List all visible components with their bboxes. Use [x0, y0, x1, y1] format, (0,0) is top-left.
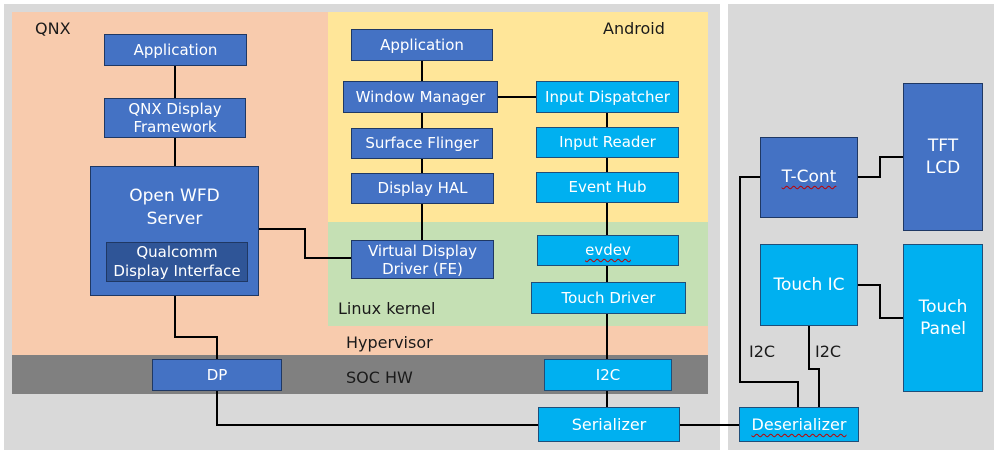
qnx-label: QNX	[35, 19, 71, 38]
window-manager-box[interactable]: Window Manager	[343, 81, 498, 113]
touch-panel-label: Touch Panel	[918, 297, 968, 339]
surface-flinger-box[interactable]: Surface Flinger	[351, 128, 493, 159]
input-reader-label: Input Reader	[559, 133, 656, 151]
wire-dp-serializer	[216, 390, 538, 426]
serializer-label: Serializer	[571, 415, 647, 434]
event-hub-label: Event Hub	[568, 178, 647, 196]
deserializer-box[interactable]: Deserializer	[739, 407, 859, 442]
qualcomm-display-interface-label: Qualcomm Display Interface	[113, 243, 241, 280]
qnx-application-box[interactable]: Application	[104, 34, 247, 66]
wire-tcont-tft-lcd	[858, 156, 904, 178]
touch-panel-box[interactable]: Touch Panel	[903, 244, 983, 392]
android-label: Android	[603, 19, 665, 38]
dp-label: DP	[206, 365, 228, 384]
android-application-box[interactable]: Application	[351, 29, 493, 61]
input-dispatcher-label: Input Dispatcher	[545, 87, 670, 106]
qnx-application-label: Application	[133, 40, 218, 59]
surface-flinger-label: Surface Flinger	[365, 134, 479, 152]
evdev-box[interactable]: evdev	[537, 235, 679, 266]
openwfd-server-label: Open WFD Server	[129, 186, 220, 229]
input-dispatcher-box[interactable]: Input Dispatcher	[536, 81, 679, 113]
wire-deserializer-tcont	[739, 176, 799, 407]
soc-i2c-label: I2C	[595, 365, 621, 384]
tft-lcd-label: TFT LCD	[925, 136, 961, 178]
touch-ic-box[interactable]: Touch IC	[760, 244, 858, 326]
display-hal-label: Display HAL	[377, 179, 468, 197]
dp-box[interactable]: DP	[152, 359, 282, 391]
qnx-display-framework-box[interactable]: QNX Display Framework	[104, 98, 246, 138]
soc-i2c-box[interactable]: I2C	[544, 359, 672, 391]
serializer-box[interactable]: Serializer	[538, 407, 680, 442]
hypervisor-label: Hypervisor	[346, 333, 433, 352]
i2c-wire-label-left: I2C	[749, 342, 776, 361]
t-cont-label: T-Cont	[781, 167, 837, 187]
wire-wfd-virtual-display	[259, 228, 351, 259]
input-reader-box[interactable]: Input Reader	[536, 127, 679, 158]
event-hub-box[interactable]: Event Hub	[536, 172, 679, 203]
virtual-display-driver-box[interactable]: Virtual Display Driver (FE)	[351, 240, 494, 279]
tft-lcd-box[interactable]: TFT LCD	[903, 83, 983, 231]
display-hal-box[interactable]: Display HAL	[351, 173, 494, 204]
window-manager-label: Window Manager	[355, 87, 486, 106]
wire-wfd-dp	[174, 295, 218, 359]
evdev-label: evdev	[585, 241, 631, 259]
deserializer-label: Deserializer	[751, 415, 847, 434]
wire-deserializer-touch-ic	[808, 325, 820, 407]
android-application-label: Application	[380, 35, 464, 54]
qualcomm-display-interface-box[interactable]: Qualcomm Display Interface	[106, 242, 248, 282]
t-cont-box[interactable]: T-Cont	[760, 137, 858, 218]
touch-driver-label: Touch Driver	[561, 288, 656, 307]
touch-ic-label: Touch IC	[773, 274, 845, 295]
wire-touch-ic-touch-panel	[858, 284, 904, 319]
qnx-display-framework-label: QNX Display Framework	[128, 100, 222, 136]
touch-driver-box[interactable]: Touch Driver	[531, 282, 686, 314]
linux-kernel-label: Linux kernel	[338, 299, 436, 318]
i2c-wire-label-right: I2C	[815, 342, 842, 361]
soc-hw-label: SOC HW	[346, 368, 413, 387]
virtual-display-driver-label: Virtual Display Driver (FE)	[367, 241, 478, 278]
